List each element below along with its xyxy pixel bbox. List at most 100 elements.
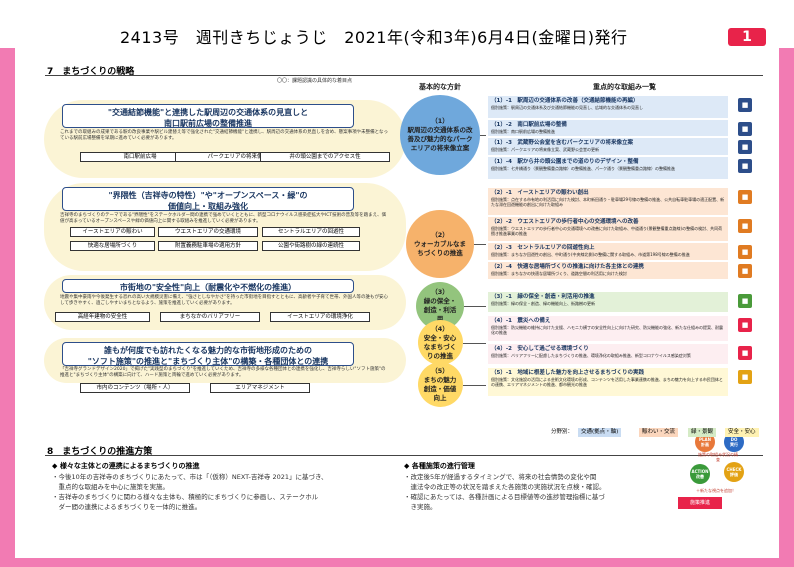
strategy-heading: 誰もが何度でも訪れたくなる魅力的な市街地形成のための "ソフト施策"の推進と"ま… [62,342,354,366]
effort-item: （2）-1 イーストエリアの賑わい創出個別施策：点在する市有地の利活用に向けた検… [488,188,728,215]
effort-detail: 個別施策：防災機能の維持に向けた支援、ハモニカ横丁の安全性向上に向けた研究、防災… [491,324,723,335]
effort-detail: 個別施策：文化施設の活用による芸術文化環境の形成、コンテンツを活用した事業連携の… [491,376,723,387]
effort-detail: 個別施策：まちなかの快適な居場所づくり、道路空間の利活用に向けた検討 [491,270,627,276]
policy-circle: （4）安全・安心なまちづくりの推進 [417,320,463,365]
effort-item: （1）-2 南口駅前広場の整備個別施策：南口駅前広場の整備推進 [488,120,728,136]
policy-text: 安全・安心なまちづくりの推進 [423,333,457,360]
category-icon: ■ [738,159,752,173]
effort-detail: 個別施策：バリアフリーに配慮したまちづくりの推進、環境浄化の取組み推進、新型コロ… [491,352,691,358]
category-icon: ■ [738,190,752,204]
connector-arrow [462,342,486,344]
effort-title: （4）-2 安心して過ごせる環境づくり [491,346,589,352]
policy-number: （5） [431,366,449,375]
category-icon: ■ [738,294,752,308]
category-icon: ■ [738,346,752,360]
collab-text: ・今後10年の吉祥寺のまちづくりにあたって、市は「（仮称）NEXT-吉祥寺 20… [52,472,392,512]
text-line: ・確認にあたっては、各種計画による目標値等の進捗管理指標に基づ [404,493,605,501]
legend-item: 交通(拠点・軸) [578,428,622,437]
issue-tag: イーストエリアの環境浄化 [270,312,370,322]
effort-item: （1）-1 駅周辺の交通体系の改善（交通結節機能の再編）個別施策：駅周辺の交通体… [488,96,728,118]
effort-item: （1）-4 駅から井の頭公園までの道のりのデザイン・整備個別施策：七井橋通り（景… [488,157,728,179]
strategy-description: 「吉祥寺グランドデザイン2020」で掲げた"実践型のまちづくり"を推進していくた… [60,367,386,378]
effort-title: （4）-1 震災への備え [491,318,551,324]
category-icon: ■ [738,245,752,259]
legend-item: 賑わい・交流 [639,428,679,437]
effort-title: （1）-3 武蔵野公会堂を含むパークエリアの将来像立案 [491,140,633,146]
effort-title: （2）-1 イーストエリアの賑わい創出 [491,190,589,196]
policy-number: （4） [431,324,449,333]
effort-detail: 個別施策：駅周辺の交通体系及び交通結節機能の見直し、広域的な交通体系の見直し [491,104,643,110]
category-icon: ■ [738,140,752,154]
legend-item: 緑・景観 [688,428,717,437]
effort-item: （4）-2 安心して過ごせる環境づくり個別施策：バリアフリーに配慮したまちづくり… [488,344,728,364]
effort-title: （5）-1 地域に根差した魅力を向上させるまちづくりの実践 [491,370,644,376]
collab-heading: ◆ 様々な主体との連携によるまちづくりの推進 [52,462,200,470]
effort-detail: 個別施策：南口駅前広場の整備推進 [491,128,555,134]
effort-detail: 個別施策：点在する市有地の利活用に向けた検討、本町新田通り・駐車場29号線の整備… [491,196,725,207]
effort-title: （3）-1 緑の保全・創造・利活用の推進 [491,294,595,300]
effort-item: （2）-2 ウエストエリアの歩行者中心の交通環境への改善個別施策：ウエストエリア… [488,217,728,241]
effort-title: （2）-2 ウエストエリアの歩行者中心の交通環境への改善 [491,219,639,225]
strategy-description: これまでの取組みの成果である駅の改良事業や駅ビル建替え等で強化された"交通結節機… [60,130,388,141]
issue-tag: 市内のコンテンツ（場所・人） [80,383,190,393]
effort-title: （2）-4 快適な居場所づくりの推進に向けた各主体との連携 [491,264,644,270]
effort-detail: 個別施策：まちなか回遊性の創出、中町通り(中央線北側)の整備に関する取組み、市道… [491,251,690,257]
policy-number: （1） [431,117,449,125]
issue-tag: 附置義務駐車場の適用方針 [158,241,258,251]
effort-detail: 個別施策：緑の保全・創造、緑の機能向上、街路樹の更新 [491,300,595,306]
policy-circle: （1）駅周辺の交通体系の改善及び魅力的なパークエリアの将来像立案 [400,95,480,175]
issue-tag: 快適な居場所づくり [70,241,155,251]
category-icon: ■ [738,318,752,332]
effort-detail: 個別施策：七井橋通り（景観整備重点路線）の整備推進、パーク通り（景観整備重点路線… [491,165,675,171]
section-8-title: 8 まちづくりの推進方策 [47,447,153,457]
effort-title: （2）-3 セントラルエリアの回遊性向上 [491,245,595,251]
connector-arrow [464,306,486,307]
issue-tag: イーストエリアの賑わい [70,227,155,237]
progress-heading: ◆ 各種施策の進行管理 [404,462,475,470]
issue-tag: まちなかのバリアフリー [160,312,260,322]
connector-arrow [474,244,486,245]
policy-number: （2） [431,230,449,239]
divider [45,455,763,456]
category-icon: ■ [738,370,752,384]
effort-title: （1）-2 南口駅前広場の整備 [491,122,567,128]
connector-arrow [480,135,486,136]
newsletter-title: 2413号 週刊きちじょうじ 2021年(令和3年)6月4日(金曜日)発行 [120,28,628,47]
issue-tag: 高経年建物の安全性 [55,312,150,322]
policy-number: （3） [431,288,449,296]
pdca-note: ＋新たな視点を追加！ [696,488,736,493]
policy-text: まちの魅力創造・価値向上 [423,375,457,402]
issue-tag: 井の頭公園までのアクセス性 [260,152,390,162]
effort-item: （3）-1 緑の保全・創造・利活用の推進個別施策：緑の保全・創造、緑の機能向上、… [488,292,728,312]
text-line: ・改定後5年が経過するタイミングで、将来の社会情勢の変化や関 [404,473,597,481]
category-icon: ■ [738,219,752,233]
category-icon: ■ [738,122,752,136]
strategy-heading: "界隈性（吉祥寺の特性）"や"オープンスペース・緑"の 価値向上・取組み強化 [62,187,354,211]
issue-tag: エリアマネジメント [210,383,310,393]
header: 2413号 週刊きちじょうじ 2021年(令和3年)6月4日(金曜日)発行 1 [0,0,794,48]
section-7-title: 7 まちづくりの戦略 [47,67,135,77]
effort-item: （4）-1 震災への備え個別施策：防災機能の維持に向けた支援、ハモニカ横丁の安全… [488,316,728,341]
effort-title: （1）-1 駅周辺の交通体系の改善（交通結節機能の再編） [491,98,639,104]
promotion-label: 施策推進 [678,497,722,509]
text-line: ・吉祥寺のまちづくりに関わる様々な主体も、積極的にまちづくりに参画し、ステークホ… [52,493,319,501]
effort-item: （5）-1 地域に根差した魅力を向上させるまちづくりの実践個別施策：文化施設の活… [488,368,728,396]
text-line: き実施。 [404,503,437,511]
strategy-description: 地震や集中豪雨や今後発生する恐れの高い大規模災害に備え、"強さとしなやかさ"を持… [60,295,388,306]
text-line: 重点的な取組みを中心に施策を実施。 [52,483,170,491]
category-icon: ■ [738,264,752,278]
pdca-center: 施策の取組み状況の精査 [698,452,738,462]
page-number-badge: 1 [728,28,766,46]
category-icon: ■ [738,98,752,112]
strategy-heading: 市街地の"安全性"向上（耐震化や不燃化の推進） [62,279,354,293]
policy-text: 駅周辺の交通体系の改善及び魅力的なパークエリアの将来像立案 [407,126,473,152]
issue-tag: セントラルエリアの回遊性 [262,227,360,237]
effort-title: （1）-4 駅から井の頭公園までの道のりのデザイン・整備 [491,159,639,165]
policy-heading: 基本的な方針 [419,83,461,91]
effort-item: （1）-3 武蔵野公会堂を含むパークエリアの将来像立案個別施策：パークエリアの将… [488,138,728,155]
